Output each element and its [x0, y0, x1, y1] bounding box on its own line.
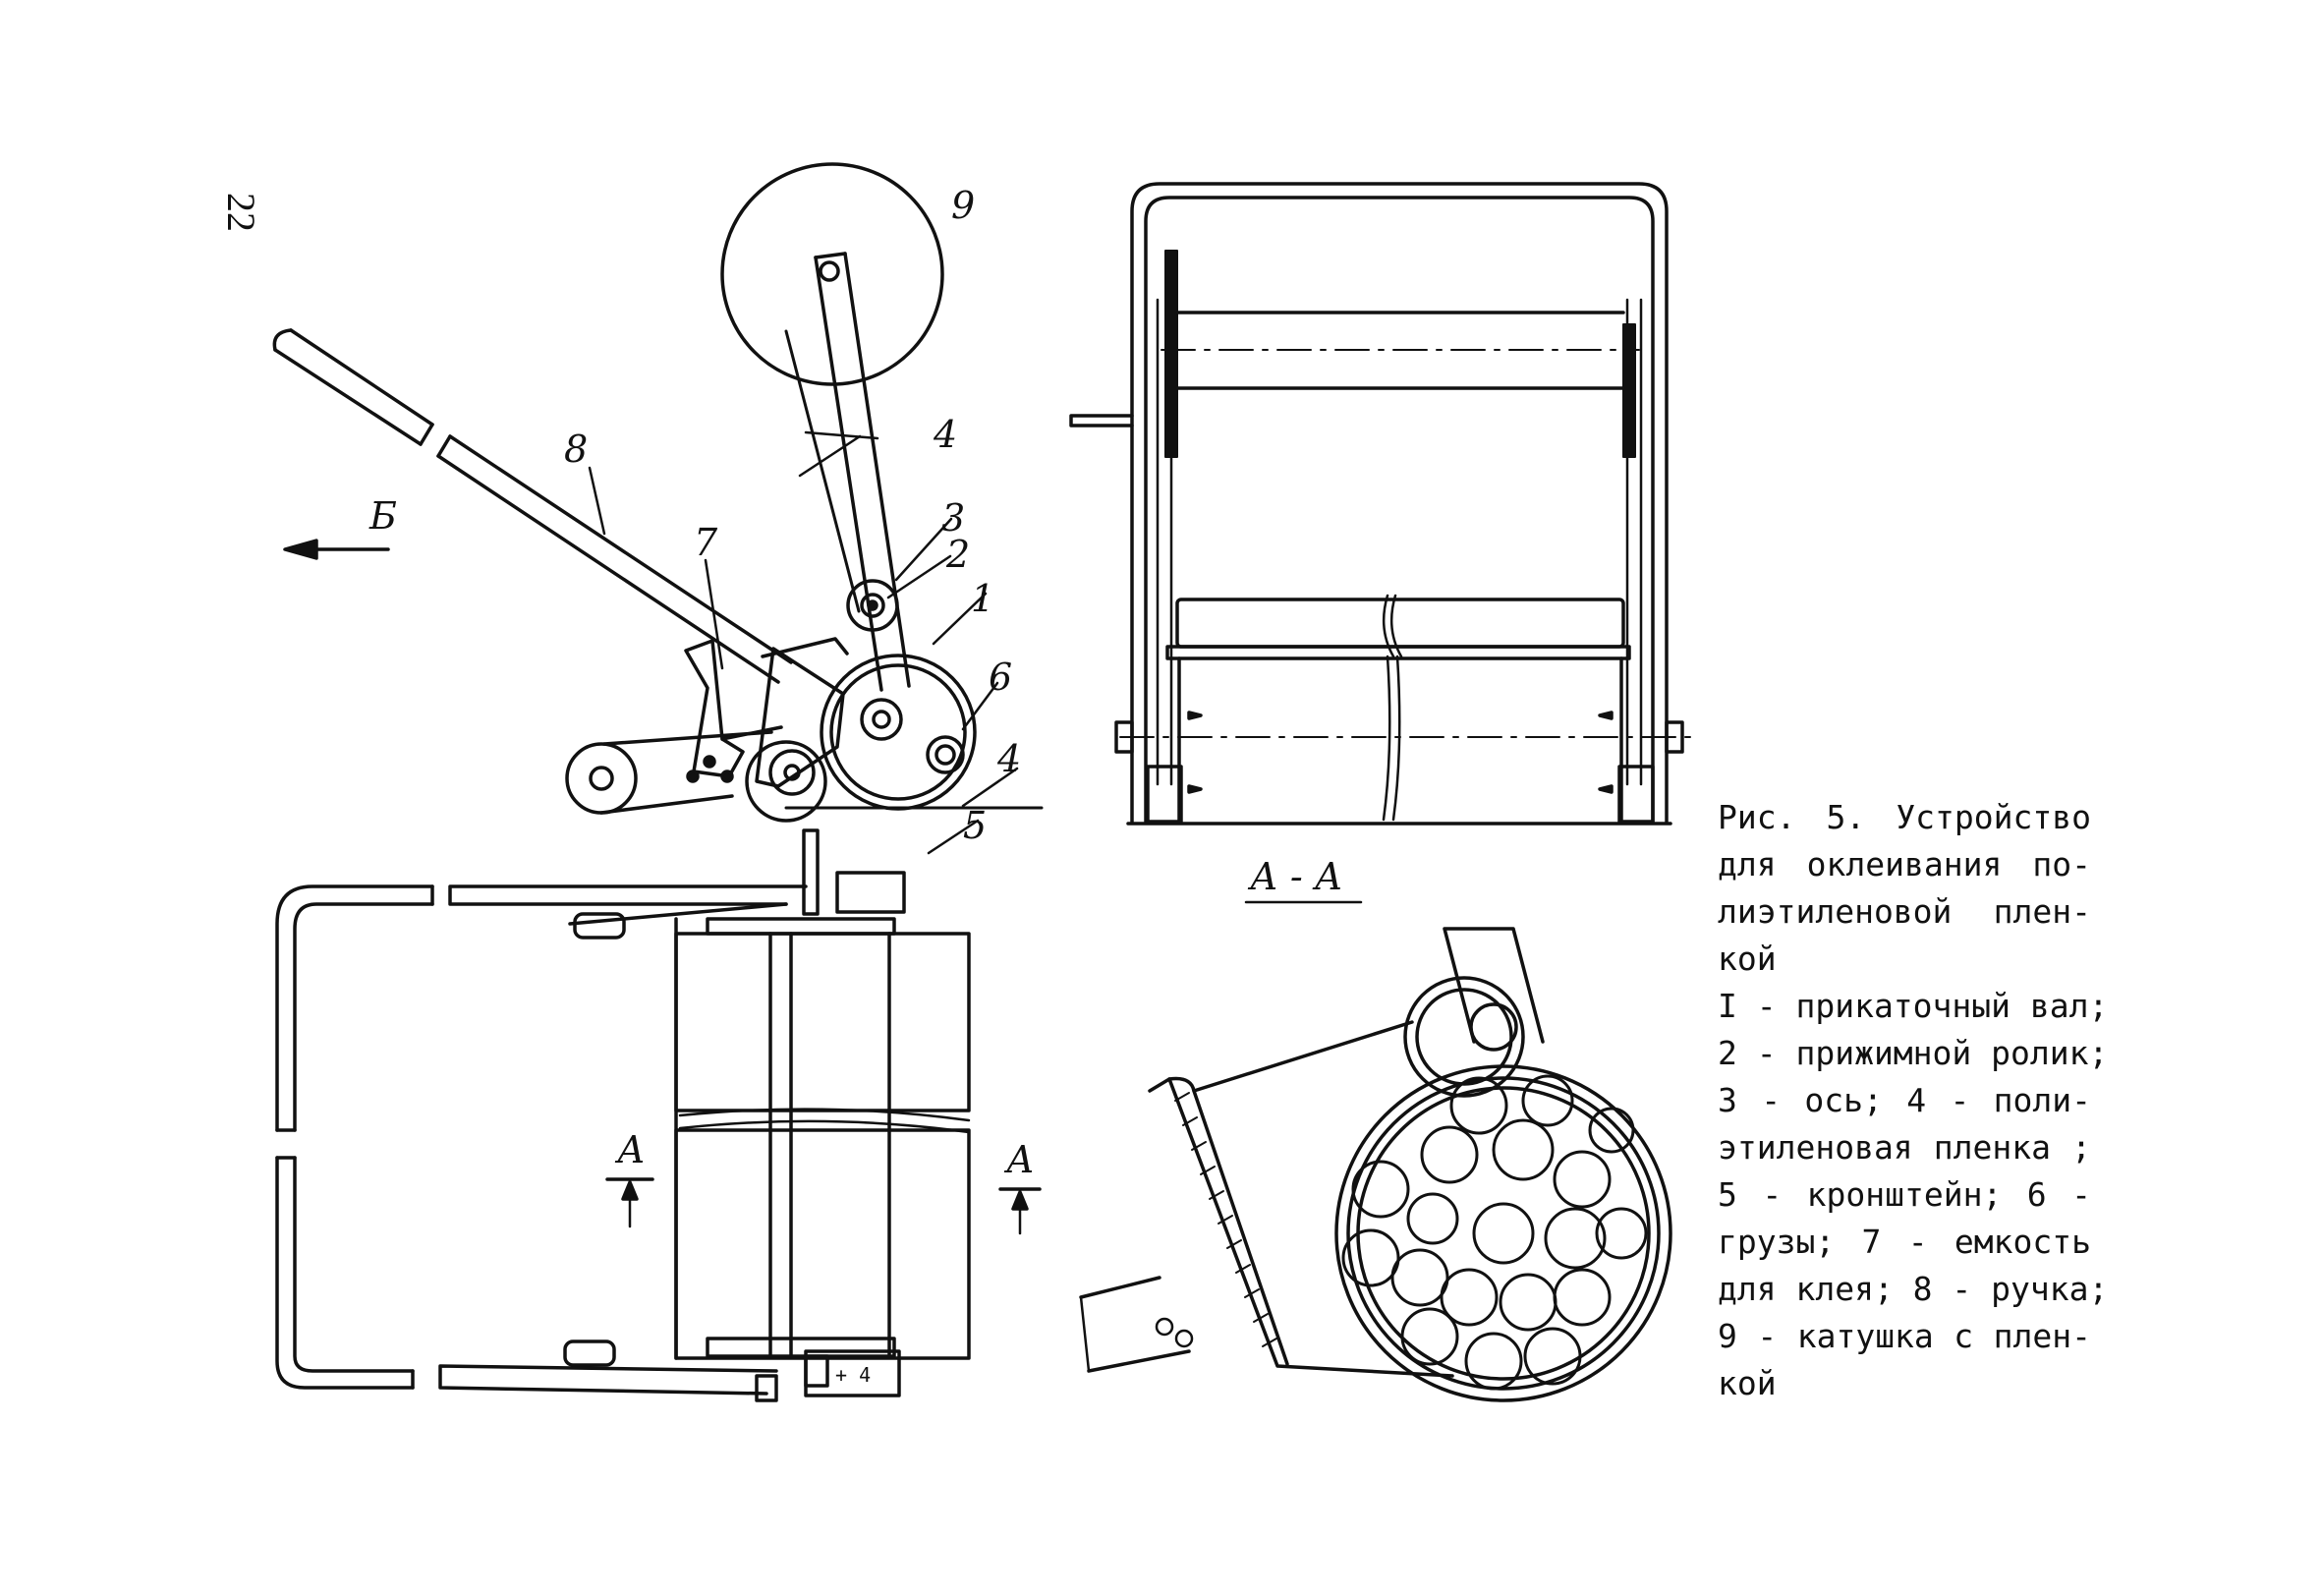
side-view: Б 8 7 9 4 3 2 1 6 4 5 [272, 162, 1044, 855]
spool [720, 162, 944, 613]
arm [814, 252, 911, 692]
caption-line: I - прикаточный вал; [1718, 987, 2109, 1025]
callout-3: 3 [941, 496, 965, 540]
caption-line: для оклеивания по- [1718, 845, 2091, 884]
page-number: 22 [219, 193, 263, 232]
caption-line: 5 - кронштейн; 6 - [1718, 1175, 2091, 1214]
leader-lines [588, 430, 1019, 855]
caption-line: кой [1718, 940, 1777, 978]
caption-line: Рис. 5. Устройство [1718, 798, 2091, 836]
callout-5: 5 [963, 804, 987, 847]
callout-6: 6 [989, 656, 1012, 699]
callout-1: 1 [971, 577, 994, 620]
bracket-plate [755, 647, 845, 796]
caption-line: этиленовая пленка ; [1718, 1128, 2091, 1167]
direction-label: Б [368, 494, 397, 538]
section-mark-right: А [998, 1138, 1042, 1235]
handle [272, 328, 793, 684]
direction-arrow: Б [283, 494, 397, 560]
caption-line: лиэтиленовой плен- [1718, 892, 2091, 931]
callout-4a: 4 [933, 413, 957, 456]
caption-line: 3 - ось; 4 - поли- [1718, 1081, 2091, 1119]
plan-view: + 4 А А [275, 828, 1042, 1402]
roller [820, 654, 977, 811]
caption-line: кой [1718, 1364, 1777, 1402]
weights [1341, 1074, 1648, 1391]
svg-text:+ 4: + 4 [835, 1363, 871, 1387]
caption-line: 2 - прижимной ролик; [1718, 1034, 2109, 1072]
section-view: А - А [1069, 182, 1691, 904]
detail-view [1079, 927, 1672, 1402]
callout-8: 8 [564, 428, 588, 471]
pressure-roller [846, 579, 899, 632]
callouts-side: 8 7 9 4 3 2 1 6 4 5 [564, 184, 1021, 847]
callout-4b: 4 [996, 737, 1021, 780]
callout-9: 9 [951, 184, 975, 227]
rear-wheel [565, 730, 773, 815]
figure-caption: Рис. 5. Устройство для оклеивания по- ли… [1718, 794, 2109, 1407]
section-label: А - А [1247, 855, 1343, 898]
caption-line: для клея; 8 - ручка; [1718, 1270, 2109, 1308]
caption-line: грузы; 7 - емкость [1718, 1223, 2091, 1261]
callout-2: 2 [945, 533, 970, 576]
section-mark-left-label: А [614, 1128, 646, 1171]
callout-7: 7 [694, 521, 718, 564]
front-wheel [745, 740, 827, 823]
section-mark-left: А [605, 1128, 654, 1228]
caption-line: 9 - катушка с плен- [1718, 1317, 2091, 1355]
section-mark-right-label: А [1003, 1138, 1035, 1181]
